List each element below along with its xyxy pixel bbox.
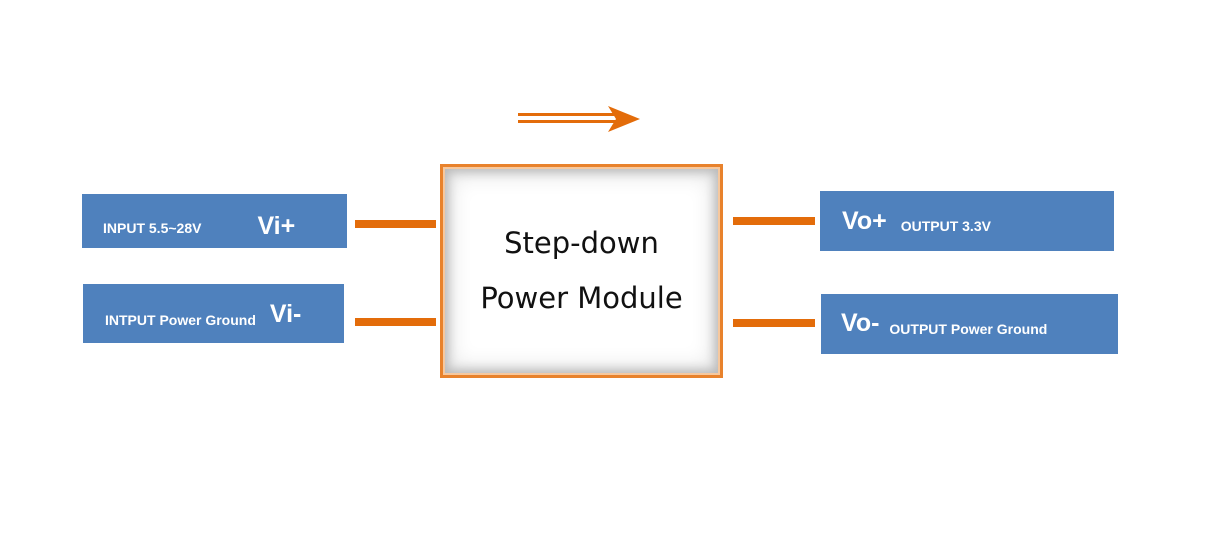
vo-minus-pin-label: Vo- xyxy=(841,308,880,337)
module-title-line-1: Step-down xyxy=(504,226,659,260)
vi-minus-pin-label: Vi- xyxy=(269,300,302,328)
flow-direction-arrow-icon xyxy=(518,106,640,132)
input-ground-wire xyxy=(355,318,436,326)
input-voltage-label: INPUT 5.5~28V xyxy=(103,220,202,236)
output-positive-terminal: Vo+ OUTPUT 3.3V xyxy=(820,191,1114,251)
step-down-power-module-block: Step-down Power Module xyxy=(440,164,723,378)
vi-plus-pin-label: Vi+ xyxy=(257,211,296,240)
output-voltage-label: OUTPUT 3.3V xyxy=(900,218,991,234)
output-ground-wire xyxy=(733,319,815,327)
output-positive-wire xyxy=(733,217,815,225)
vo-plus-pin-label: Vo+ xyxy=(842,206,887,235)
input-ground-label: INTPUT Power Ground xyxy=(105,311,256,328)
input-positive-terminal: INPUT 5.5~28V Vi+ xyxy=(82,194,347,248)
module-title-line-2: Power Module xyxy=(480,281,683,315)
output-ground-label: OUTPUT Power Ground xyxy=(889,321,1048,337)
input-positive-wire xyxy=(355,220,436,228)
arrow-shaft-bottom xyxy=(518,120,616,123)
output-ground-terminal: Vo- OUTPUT Power Ground xyxy=(821,294,1118,354)
arrow-shaft-top xyxy=(518,113,616,116)
input-ground-terminal: INTPUT Power Ground Vi- xyxy=(83,284,344,343)
arrow-head xyxy=(608,106,640,132)
